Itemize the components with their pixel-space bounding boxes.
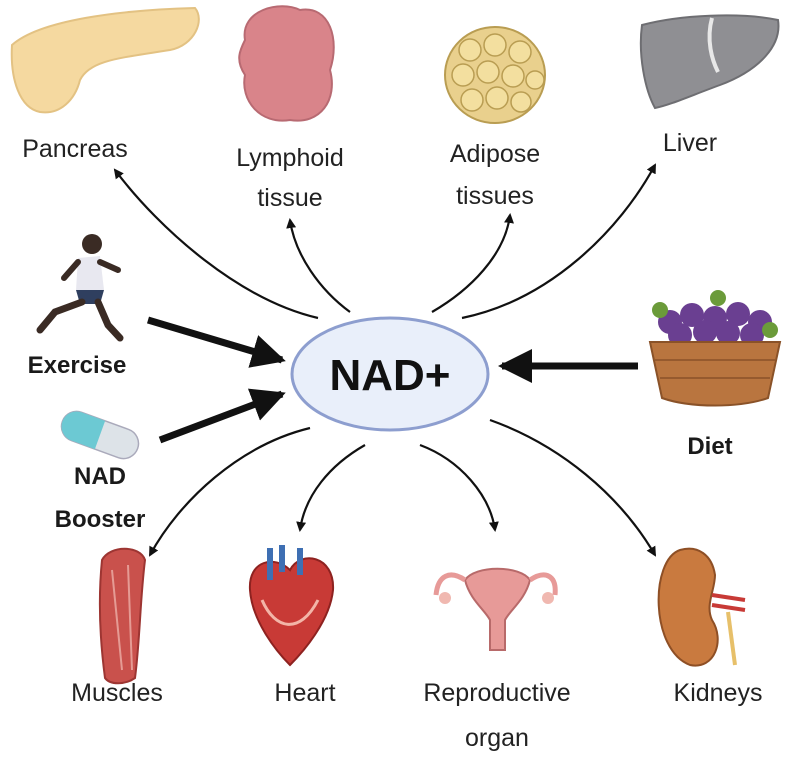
label-lymphoid-1: Lymphoid <box>236 144 343 172</box>
label-adipose-2: tissues <box>456 182 534 210</box>
label-booster-2: Booster <box>55 506 146 533</box>
label-reproductive-2: organ <box>465 724 529 752</box>
uterus-illustration <box>433 567 558 651</box>
label-muscles: Muscles <box>71 679 163 707</box>
label-exercise: Exercise <box>28 352 127 379</box>
label-lymphoid-2: tissue <box>257 184 322 212</box>
arrow-to-reproductive <box>419 443 499 532</box>
nad-booster-pill-illustration <box>60 410 140 460</box>
heart-illustration <box>248 545 335 667</box>
nad-center-label: NAD+ <box>329 351 450 400</box>
label-pancreas: Pancreas <box>22 135 128 163</box>
arrow-to-pancreas <box>113 168 319 320</box>
label-diet: Diet <box>687 433 732 460</box>
label-reproductive-1: Reproductive <box>423 679 570 707</box>
label-liver: Liver <box>663 129 717 157</box>
lymphoid-tissue-illustration <box>238 5 335 122</box>
label-booster-1: NAD <box>74 463 126 490</box>
kidney-illustration <box>657 547 746 667</box>
arrow-from-exercise <box>146 316 286 368</box>
adipose-tissue-illustration <box>444 26 546 124</box>
runner-illustration <box>36 234 124 342</box>
muscle-illustration <box>98 547 147 685</box>
label-kidneys: Kidneys <box>674 679 763 707</box>
arrow-to-adipose <box>431 213 514 313</box>
arrow-to-kidneys <box>489 418 657 557</box>
label-heart: Heart <box>274 679 335 707</box>
arrow-to-liver <box>461 163 656 320</box>
liver-illustration <box>639 14 780 110</box>
label-adipose-1: Adipose <box>450 140 540 168</box>
pancreas-illustration <box>10 6 200 114</box>
diet-grapes-basket-illustration <box>648 290 782 407</box>
arrow-to-muscles <box>149 426 311 557</box>
arrow-to-heart <box>296 444 366 532</box>
nad-center-ellipse <box>290 316 490 432</box>
arrow-from-booster <box>158 388 286 444</box>
arrow-to-lymphoid <box>286 218 351 313</box>
